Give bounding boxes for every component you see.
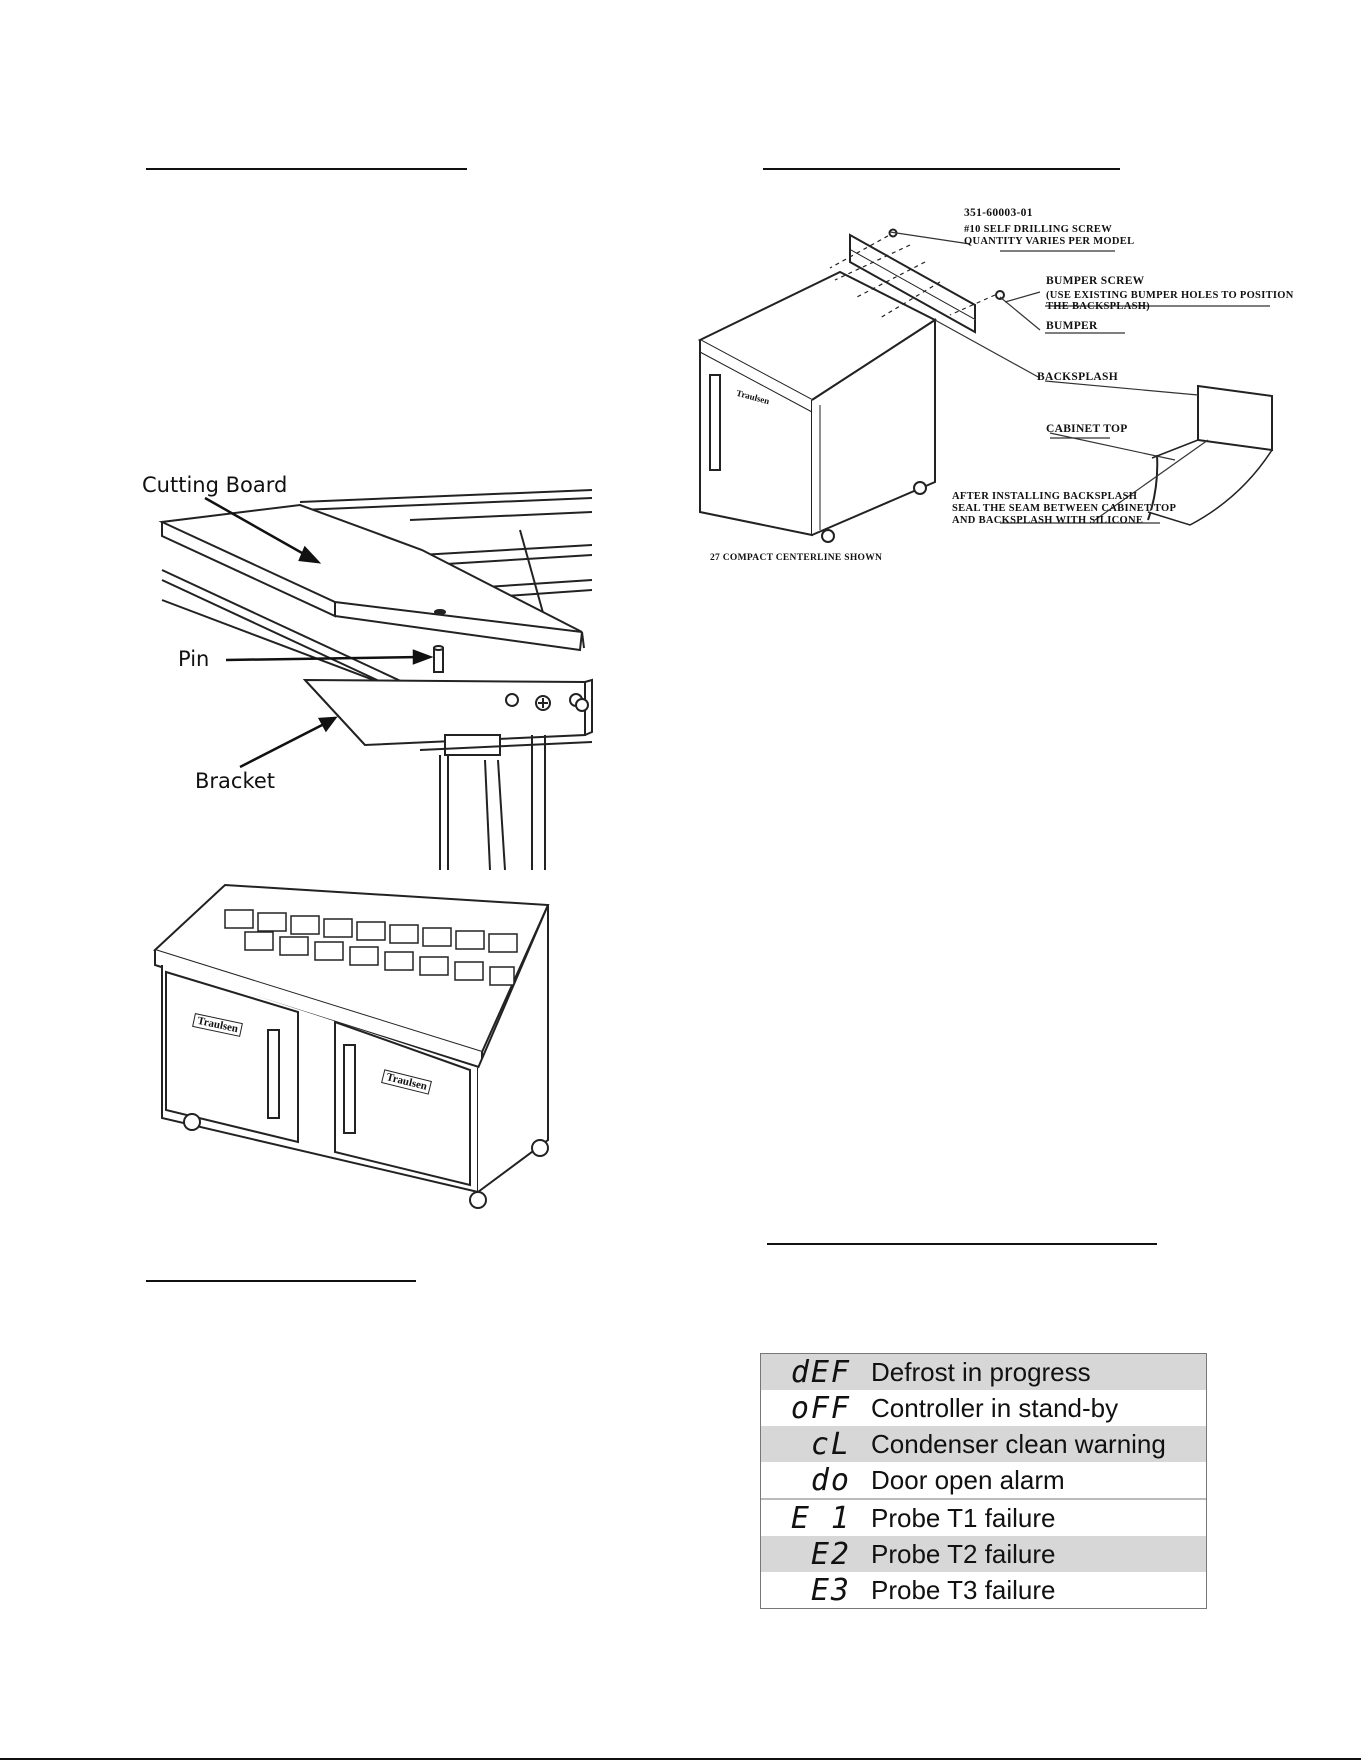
heading-rule-right-top <box>763 168 1120 170</box>
code-description: Probe T2 failure <box>871 1538 1056 1569</box>
label-bracket: Bracket <box>195 769 276 793</box>
display-code: dEF <box>790 1354 851 1390</box>
table-row: E3 Probe T3 failure <box>761 1572 1206 1608</box>
table-row: E 1 Probe T1 failure <box>761 1498 1206 1536</box>
label-screw-line1: #10 SELF DRILLING SCREW <box>964 224 1112 235</box>
display-code: E 1 <box>790 1500 851 1536</box>
display-code: E2 <box>810 1536 851 1572</box>
code-description: Condenser clean warning <box>871 1428 1166 1459</box>
label-bumper: BUMPER <box>1046 320 1098 332</box>
display-code: do <box>810 1462 851 1498</box>
display-codes-table: dEF Defrost in progress oFF Controller i… <box>760 1353 1207 1609</box>
label-figure-caption: 27 COMPACT CENTERLINE SHOWN <box>710 553 883 563</box>
page-bottom-rule <box>0 1758 1361 1760</box>
display-code: oFF <box>790 1390 851 1426</box>
label-bumper-screw: BUMPER SCREW <box>1046 275 1145 287</box>
table-row: E2 Probe T2 failure <box>761 1536 1206 1572</box>
code-description: Probe T1 failure <box>871 1502 1056 1533</box>
label-bumper-screw-note1: (USE EXISTING BUMPER HOLES TO POSITION <box>1046 290 1294 301</box>
code-description: Defrost in progress <box>871 1356 1091 1387</box>
label-cabinet-top: CABINET TOP <box>1046 423 1128 435</box>
label-screw-line2: QUANTITY VARIES PER MODEL <box>964 236 1135 247</box>
code-description: Probe T3 failure <box>871 1574 1056 1605</box>
label-part-number: 351-60003-01 <box>964 207 1033 219</box>
code-description: Controller in stand-by <box>871 1392 1119 1423</box>
label-bumper-screw-note2: THE BACKSPLASH) <box>1046 301 1150 312</box>
display-code: cL <box>810 1426 851 1462</box>
label-pin: Pin <box>178 647 210 671</box>
table-row: do Door open alarm <box>761 1462 1206 1498</box>
display-code: E3 <box>810 1572 851 1608</box>
table-row: oFF Controller in stand-by <box>761 1390 1206 1426</box>
label-install-note2: SEAL THE SEAM BETWEEN CABINET TOP <box>952 503 1177 514</box>
heading-rule-left-top <box>146 168 467 170</box>
code-description: Door open alarm <box>871 1464 1065 1495</box>
label-install-note1: AFTER INSTALLING BACKSPLASH <box>952 491 1138 502</box>
label-backsplash: BACKSPLASH <box>1037 371 1118 383</box>
table-row: dEF Defrost in progress <box>761 1354 1206 1390</box>
label-install-note3: AND BACKSPLASH WITH SILICONE <box>952 515 1144 526</box>
heading-rule-left-bottom <box>146 1280 416 1282</box>
label-cutting-board: Cutting Board <box>142 473 288 497</box>
heading-rule-right-bottom <box>767 1243 1157 1245</box>
table-row: cL Condenser clean warning <box>761 1426 1206 1462</box>
